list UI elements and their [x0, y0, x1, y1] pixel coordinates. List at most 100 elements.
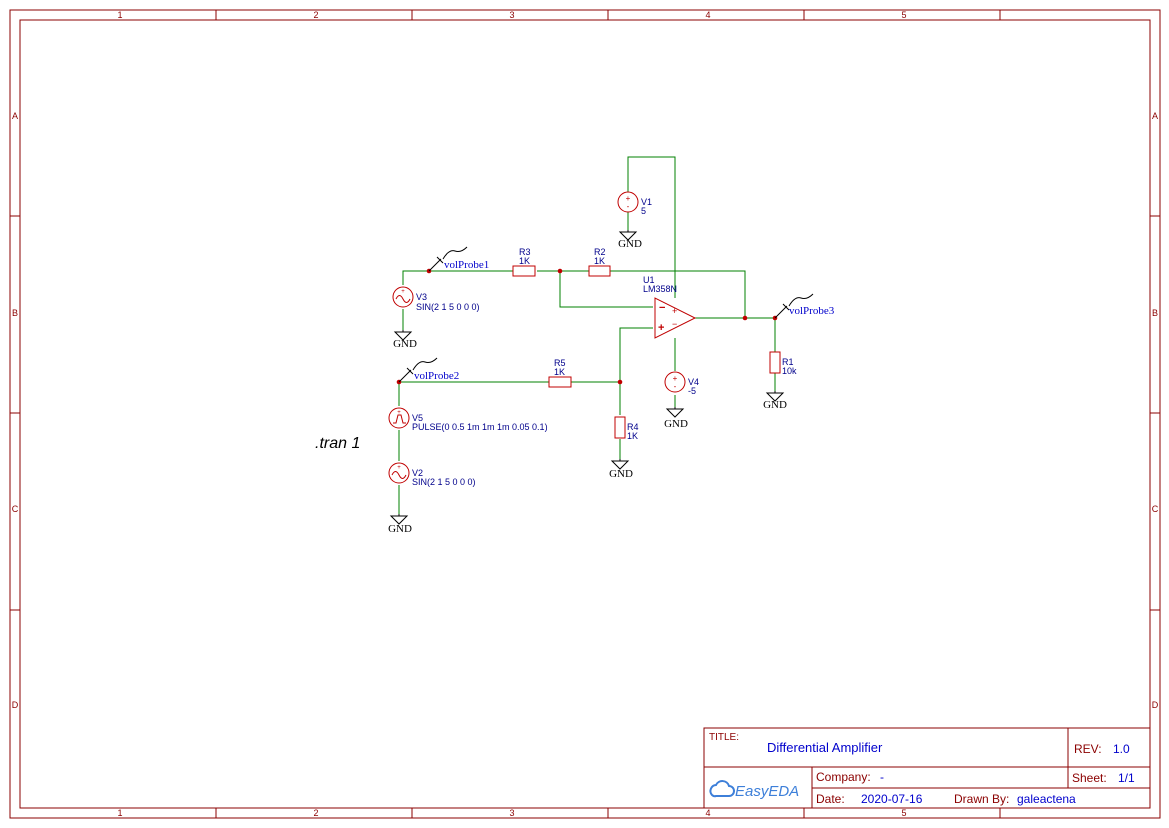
pulse-source-v5[interactable]: + V5 PULSE(0 0.5 1m 1m 1m 0.05 0.1) [388, 407, 548, 432]
vplus-pin-icon: + [672, 306, 677, 316]
r2-ref: R2 [594, 247, 606, 257]
sine-wave-icon [391, 471, 407, 479]
drawn-by-label: Drawn By: [954, 792, 1009, 806]
probe-icon [428, 246, 468, 272]
dc-minus-icon: - [627, 202, 630, 211]
probe-icon [398, 357, 438, 383]
sine-plus-icon: + [401, 289, 405, 295]
resistor-r4[interactable]: R4 1K [614, 416, 639, 441]
sheet-label: Sheet: [1072, 771, 1107, 785]
v3-value: SIN(2 1 5 0 0 0) [416, 302, 480, 312]
gnd-label-v3: GND [393, 338, 417, 350]
gnd-label-r1: GND [763, 399, 787, 411]
wires [398, 156, 776, 514]
rev-label: REV: [1074, 742, 1102, 756]
probe-icon [774, 293, 814, 319]
row-label-a-left: A [12, 111, 18, 121]
pulse-plus-icon: + [397, 410, 401, 416]
r5-value: 1K [554, 367, 565, 377]
plus-sign-icon: + [658, 322, 664, 334]
company-label: Company: [816, 770, 871, 784]
r3-value: 1K [519, 256, 530, 266]
sine-wave-icon [395, 295, 411, 303]
sine-source-v2[interactable]: + V2 SIN(2 1 5 0 0 0) [388, 462, 476, 487]
u1-ref: U1 [643, 275, 655, 285]
v1-ref: V1 [641, 197, 652, 207]
dc-source-v1[interactable]: + - V1 5 [617, 191, 652, 216]
date-label: Date: [816, 792, 845, 806]
v5-value: PULSE(0 0.5 1m 1m 1m 0.05 0.1) [412, 422, 548, 432]
row-label-d-left: D [12, 700, 19, 710]
drawing-frame [9, 9, 1161, 819]
u1-value: LM358N [643, 284, 677, 294]
v3-ref: V3 [416, 292, 427, 302]
row-label-b-right: B [1152, 308, 1158, 318]
spice-directive[interactable]: .tran 1 [315, 435, 360, 452]
r3-ref: R3 [519, 247, 531, 257]
resistor-r3[interactable]: R3 1K [512, 247, 536, 277]
pulse-wave-icon [393, 414, 406, 424]
probe-label-3: volProbe3 [789, 305, 835, 317]
voltage-probe-3[interactable]: volProbe3 [774, 293, 835, 319]
v1-value: 5 [641, 206, 646, 216]
r5-ref: R5 [554, 358, 566, 368]
ground-icon [618, 230, 638, 241]
r4-ref: R4 [627, 422, 639, 432]
probe-label-2: volProbe2 [414, 370, 459, 382]
sheet-value: 1/1 [1118, 771, 1135, 785]
col-label-5-top: 5 [901, 10, 906, 20]
dc-minus-icon: - [674, 382, 677, 391]
v5-ref: V5 [412, 413, 423, 423]
gnd-label-v4: GND [664, 418, 688, 430]
dc-plus-icon: + [626, 194, 631, 203]
ground-icon [393, 330, 413, 341]
date-value: 2020-07-16 [861, 792, 923, 806]
resistor-r2[interactable]: R2 1K [588, 247, 611, 277]
sine-source-v3[interactable]: + V3 SIN(2 1 5 0 0 0) [392, 286, 480, 312]
junction-dots [396, 268, 778, 385]
col-label-5-bottom: 5 [901, 808, 906, 818]
row-label-d-right: D [1152, 700, 1159, 710]
v4-value: -5 [688, 386, 696, 396]
col-label-3-top: 3 [509, 10, 514, 20]
col-label-4-bottom: 4 [705, 808, 710, 818]
dc-plus-icon: + [673, 374, 678, 383]
r1-value: 10k [782, 366, 797, 376]
title-label: TITLE: [709, 732, 739, 743]
resistor-r1[interactable]: R1 10k [769, 351, 797, 376]
dc-source-v4[interactable]: + - V4 -5 [664, 371, 699, 396]
v2-value: SIN(2 1 5 0 0 0) [412, 477, 476, 487]
v2-ref: V2 [412, 468, 423, 478]
ground-icon [765, 391, 785, 402]
voltage-probe-2[interactable]: volProbe2 [398, 357, 459, 383]
col-label-2-bottom: 2 [313, 808, 318, 818]
resistor-r5[interactable]: R5 1K [548, 358, 572, 388]
col-label-1-bottom: 1 [117, 808, 122, 818]
v4-ref: V4 [688, 377, 699, 387]
gnd-label-r4: GND [609, 468, 633, 480]
cloud-icon [709, 780, 735, 798]
ground-icon [610, 459, 630, 470]
voltage-probe-1[interactable]: volProbe1 [428, 246, 489, 272]
drawing-title: Differential Amplifier [767, 740, 883, 755]
row-label-b-left: B [12, 308, 18, 318]
sine-plus-icon: + [397, 465, 401, 471]
vminus-pin-icon: − [672, 319, 677, 329]
gnd-label-v1: GND [618, 238, 642, 250]
drawn-by-value: galeactena [1017, 792, 1076, 806]
row-label-a-right: A [1152, 111, 1158, 121]
title-block [703, 727, 1151, 809]
opamp-u1[interactable]: − + + − U1 LM358N [643, 275, 697, 339]
company-value: - [880, 770, 884, 784]
col-label-4-top: 4 [705, 10, 710, 20]
r1-ref: R1 [782, 357, 794, 367]
logo-text: EasyEDA [735, 783, 799, 800]
col-label-3-bottom: 3 [509, 808, 514, 818]
gnd-label-v2: GND [388, 523, 412, 535]
easyeda-logo: EasyEDA [709, 780, 799, 800]
ground-icon [389, 514, 409, 525]
minus-sign-icon: − [659, 302, 665, 314]
ground-icon [665, 407, 685, 418]
probe-label-1: volProbe1 [444, 259, 489, 271]
